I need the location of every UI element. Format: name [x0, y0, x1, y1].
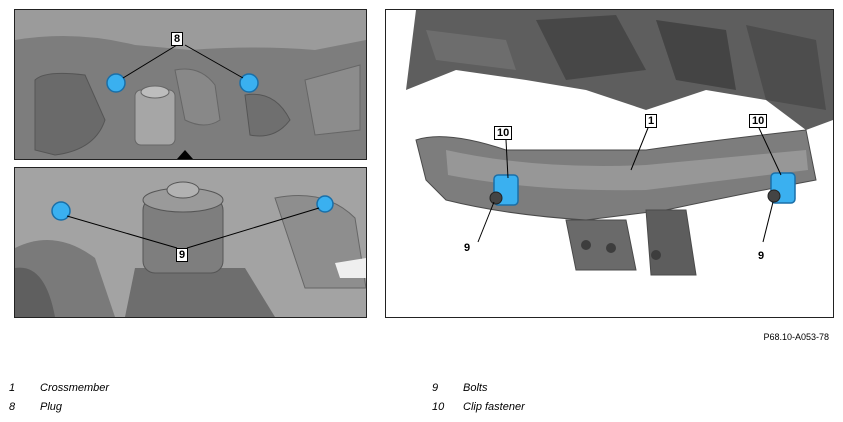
panel-top-left: 8	[14, 9, 367, 160]
legend-number: 1	[9, 382, 16, 394]
legend-item-crossmember: 1 Crossmember	[9, 382, 209, 396]
bolt-crossmember-left	[489, 191, 503, 205]
legend-number: 8	[9, 401, 16, 413]
legend-label: Bolts	[463, 382, 488, 394]
plug-right	[239, 73, 259, 93]
legend-label: Plug	[40, 401, 63, 413]
callout-10-left: 10	[494, 126, 513, 140]
callout-9-left: 9	[464, 242, 471, 254]
reservoir-closeup-illustration	[15, 168, 366, 317]
legend-item-plug: 8 Plug	[9, 401, 209, 415]
callout-8: 8	[171, 32, 184, 46]
engine-bay-top-illustration	[15, 10, 366, 159]
legend-label: Crossmember	[40, 382, 110, 394]
bolt-left	[51, 201, 71, 221]
callout-10-right: 10	[749, 114, 768, 128]
crossmember-illustration	[386, 10, 833, 317]
panel-bottom-left: 9	[14, 167, 367, 318]
figure-reference: P68.10-A053-78	[763, 332, 829, 342]
bolt-crossmember-right	[767, 189, 781, 203]
legend-number: 9	[432, 382, 439, 394]
panel-right: 1 10 10 9 9	[385, 9, 834, 318]
bolt-right	[316, 195, 334, 213]
callout-9: 9	[176, 248, 189, 262]
legend-item-clip-fastener: 10 Clip fastener	[432, 401, 632, 415]
legend-number: 10	[432, 401, 445, 413]
plug-left	[106, 73, 126, 93]
legend-item-bolts: 9 Bolts	[432, 382, 632, 396]
legend-label: Clip fastener	[463, 401, 525, 413]
callout-1: 1	[645, 114, 658, 128]
callout-9-right: 9	[758, 250, 765, 262]
